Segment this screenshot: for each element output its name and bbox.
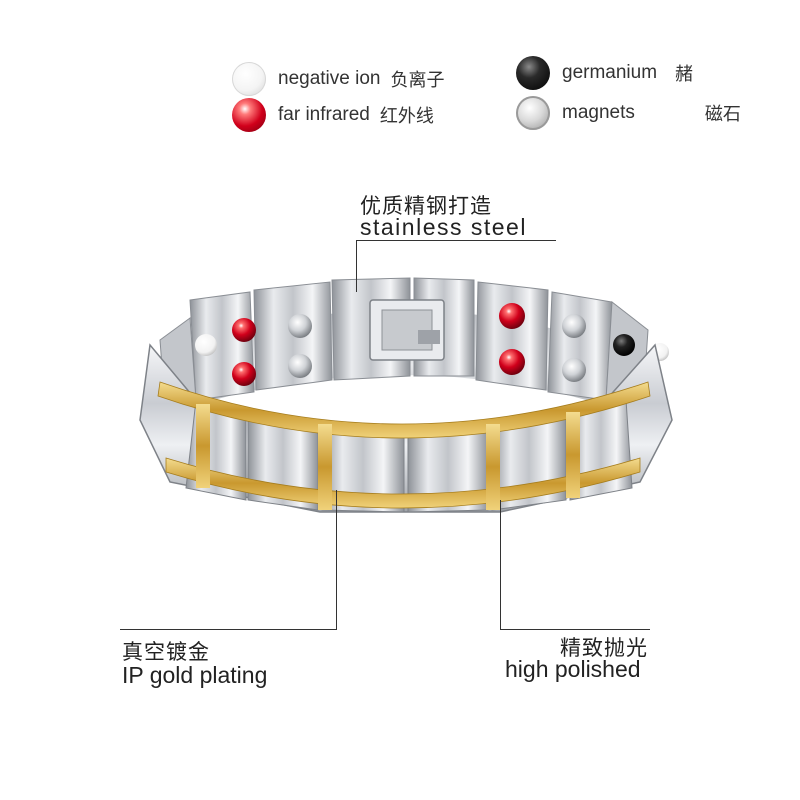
legend-label-en: magnets xyxy=(562,102,635,123)
legend-magnets: magnets 磁石 xyxy=(516,96,741,130)
legend-label-en: far infrared xyxy=(278,104,370,125)
black-ball-icon xyxy=(516,56,550,90)
front-band xyxy=(139,343,673,513)
callout-polish-en: high polished xyxy=(505,656,641,682)
white-ball-icon xyxy=(232,62,266,96)
magnet-balls xyxy=(195,303,669,386)
callout-gold-leader xyxy=(336,490,337,630)
callout-steel-underline xyxy=(356,240,556,241)
callout-gold-zh: 真空镀金 xyxy=(122,641,210,664)
legend-label-zh: 磁石 xyxy=(704,104,741,124)
callout-steel-zh: 优质精钢打造 xyxy=(360,195,492,218)
legend-label-zh: 赭 xyxy=(675,64,694,84)
callout-polish-zh: 精致抛光 xyxy=(560,637,648,660)
callout-polish-underline xyxy=(500,629,650,630)
legend-negative-ion: negative ion 负离子 xyxy=(232,62,444,96)
legend-label-zh: 负离子 xyxy=(390,70,445,90)
gray-ball-icon xyxy=(516,96,550,130)
legend-label-zh: 红外线 xyxy=(379,106,434,126)
callout-gold-en: IP gold plating xyxy=(122,662,268,688)
callout-gold-underline xyxy=(120,629,336,630)
clasp xyxy=(369,299,445,361)
callout-steel-leader xyxy=(356,240,357,292)
legend-far-infrared: far infrared 红外线 xyxy=(232,98,434,132)
legend-label-en: negative ion xyxy=(278,68,381,89)
callout-steel-en: stainless steel xyxy=(360,214,527,240)
red-ball-icon xyxy=(232,98,266,132)
legend-germanium: germanium 赭 xyxy=(516,56,693,90)
callout-polish-leader xyxy=(500,500,501,630)
legend-label-en: germanium xyxy=(562,62,658,83)
